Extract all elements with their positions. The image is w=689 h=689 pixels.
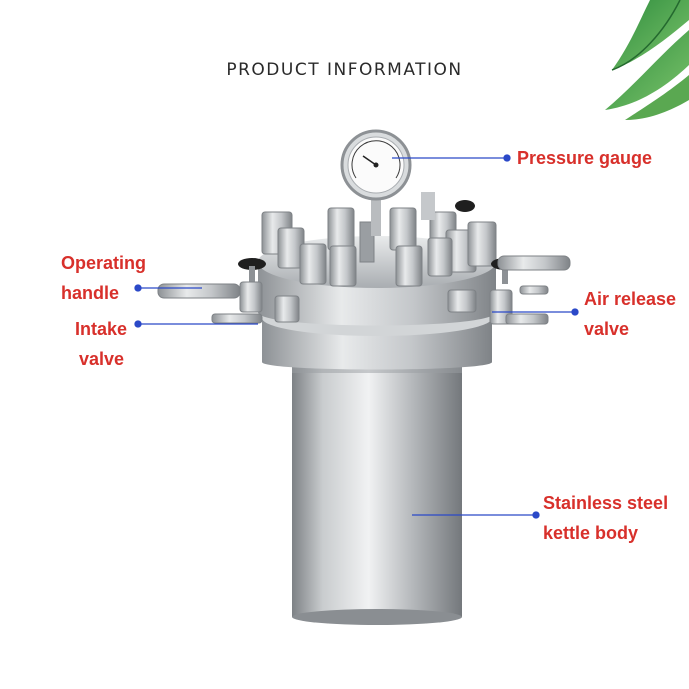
label-line-2: valve — [584, 319, 630, 339]
label-line-1: Air release — [584, 289, 677, 309]
label-text: Pressure gauge — [517, 148, 653, 168]
palm-leaf-icon — [605, 0, 689, 120]
air-release-valve-label: Air release valve — [584, 284, 676, 344]
label-line-1: Stainless steel — [543, 493, 669, 513]
leader-lines — [134, 154, 579, 519]
intake-valve — [211, 281, 300, 324]
label-line-1: Intake — [75, 319, 128, 339]
kettle-body-label: Stainless steel kettle body — [543, 488, 668, 548]
pressure-gauge-label: Pressure gauge — [517, 143, 652, 173]
lid-bolts — [261, 207, 497, 287]
label-line-2: kettle body — [543, 523, 639, 543]
kettle-body — [292, 365, 462, 625]
label-line-1: Operating — [61, 253, 147, 273]
page-title: PRODUCT INFORMATION — [226, 60, 463, 80]
gauge-icon — [340, 129, 435, 236]
operating-handle-label: Operating handle — [61, 248, 146, 308]
label-line-2: valve — [79, 349, 125, 369]
label-line-2: handle — [61, 283, 120, 303]
intake-valve-label: Intake valve — [75, 314, 127, 374]
air-release-valve — [447, 285, 549, 325]
